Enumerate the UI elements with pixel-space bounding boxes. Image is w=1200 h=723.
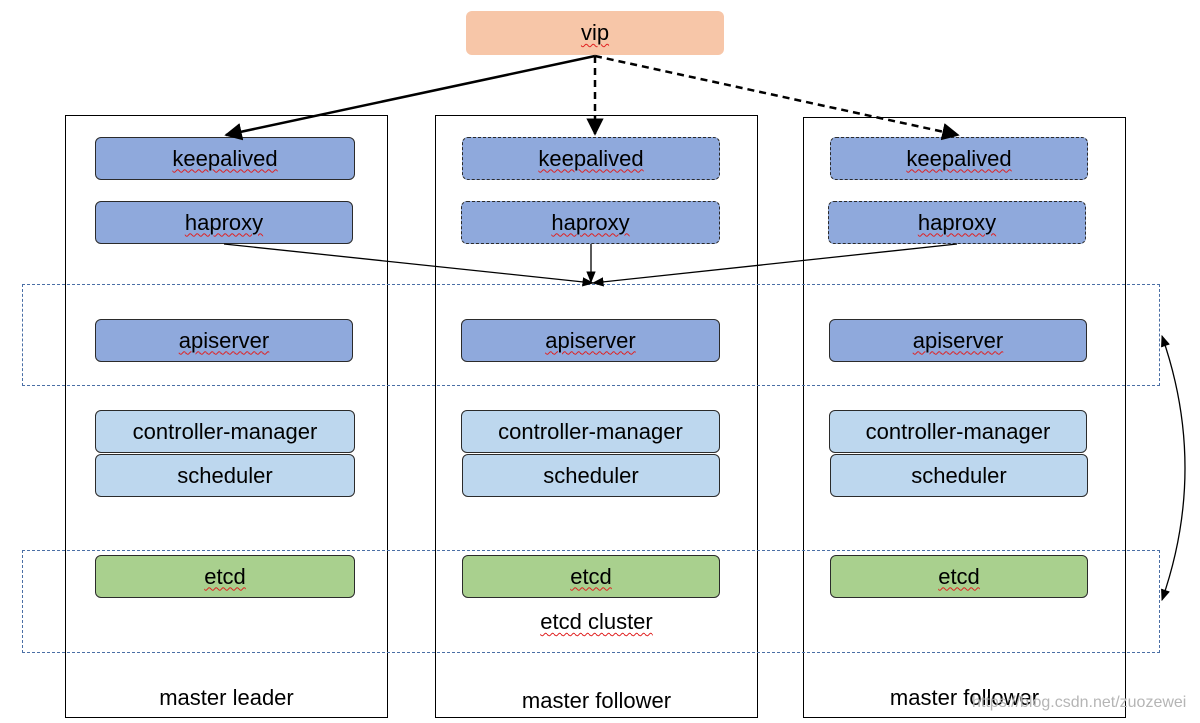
master-follower-2-caption: master follower (889, 685, 1040, 710)
keepalived-box-follower-1: keepalived (462, 137, 720, 180)
scheduler-label: scheduler (177, 462, 273, 488)
keepalived-label: keepalived (172, 145, 278, 171)
keepalived-box-leader: keepalived (95, 137, 355, 180)
keepalived-label: keepalived (538, 145, 644, 171)
etcd-label: etcd (570, 563, 612, 589)
scheduler-label: scheduler (911, 462, 1007, 488)
controller-manager-label: controller-manager (865, 418, 1051, 444)
watermark: https://blog.csdn.net/zuozewei (972, 694, 1187, 711)
vip-box: vip (466, 11, 724, 55)
apiserver-etcd-bidirectional-arrow (1161, 334, 1186, 602)
haproxy-box-follower-1: haproxy (461, 201, 720, 244)
scheduler-box-follower-2: scheduler (830, 454, 1088, 497)
controller-manager-box-follower-2: controller-manager (829, 410, 1087, 453)
vip-label: vip (580, 20, 610, 45)
apiserver-label: apiserver (912, 327, 1004, 353)
controller-manager-label: controller-manager (132, 418, 318, 444)
apiserver-label: apiserver (545, 327, 636, 353)
etcd-cluster-label: etcd cluster (540, 609, 653, 634)
apiserver-box-follower-1: apiserver (461, 319, 720, 362)
apiserver-label: apiserver (178, 327, 270, 353)
scheduler-label: scheduler (543, 462, 639, 488)
controller-manager-label: controller-manager (498, 418, 683, 444)
apiserver-box-leader: apiserver (95, 319, 353, 362)
etcd-box-follower-2: etcd (830, 555, 1088, 598)
scheduler-box-follower-1: scheduler (462, 454, 720, 497)
etcd-cluster-band (22, 550, 1160, 653)
haproxy-box-leader: haproxy (95, 201, 353, 244)
master-follower-1-caption: master follower (521, 688, 672, 713)
haproxy-label: haproxy (551, 209, 630, 235)
apiserver-box-follower-2: apiserver (829, 319, 1087, 362)
keepalived-label: keepalived (906, 145, 1012, 171)
etcd-box-follower-1: etcd (462, 555, 720, 598)
haproxy-label: haproxy (184, 209, 264, 235)
haproxy-box-follower-2: haproxy (828, 201, 1086, 244)
master-leader-caption: master leader (159, 685, 294, 710)
keepalived-box-follower-2: keepalived (830, 137, 1088, 180)
controller-manager-box-leader: controller-manager (95, 410, 355, 453)
controller-manager-box-follower-1: controller-manager (461, 410, 720, 453)
haproxy-label: haproxy (917, 209, 997, 235)
etcd-label: etcd (938, 563, 980, 589)
etcd-box-leader: etcd (95, 555, 355, 598)
master-follower-2-frame (803, 117, 1126, 718)
etcd-label: etcd (204, 563, 246, 589)
etcd-cluster-caption: etcd cluster (435, 609, 758, 635)
scheduler-box-leader: scheduler (95, 454, 355, 497)
